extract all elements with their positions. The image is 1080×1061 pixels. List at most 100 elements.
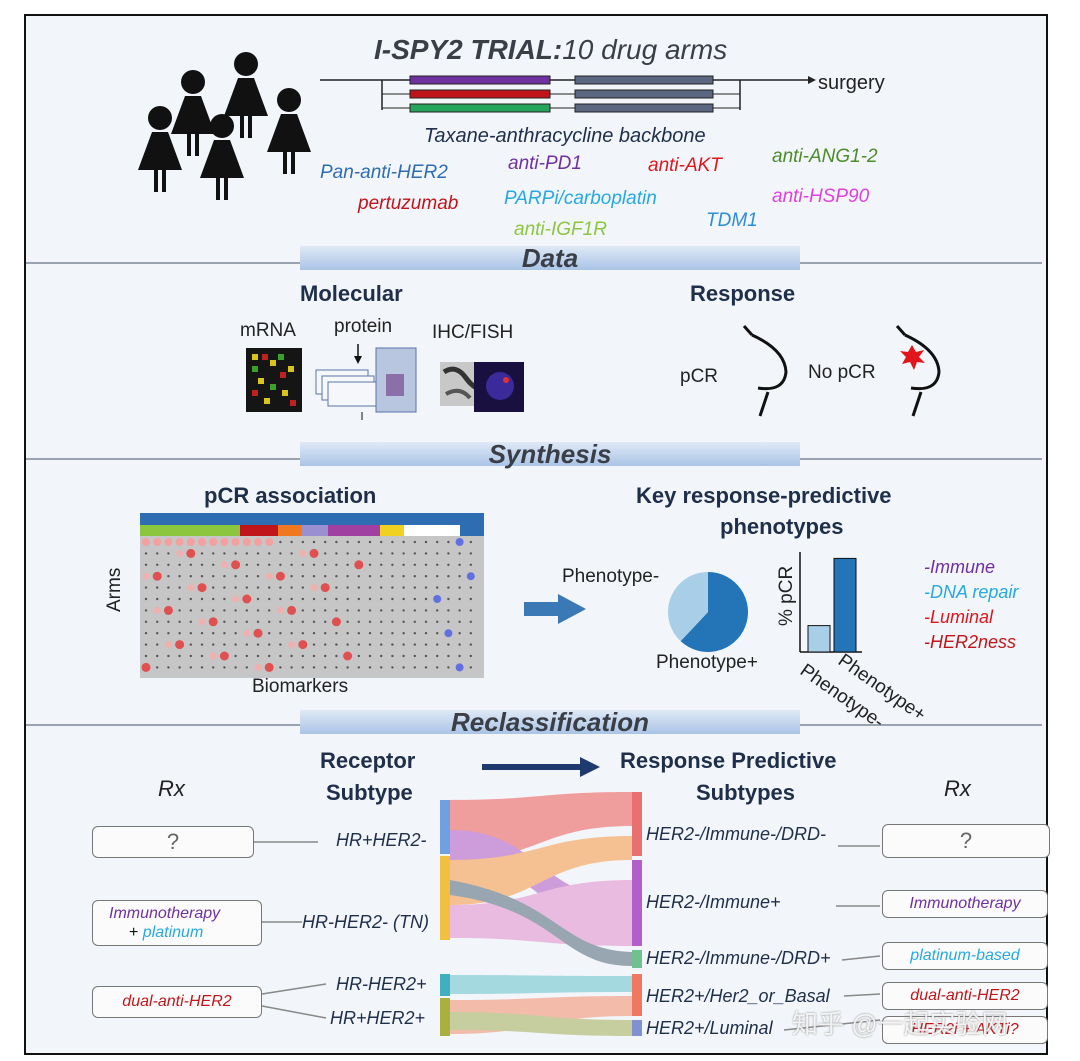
heatmap-dot	[368, 563, 372, 566]
heatmap-dot	[144, 643, 148, 646]
heatmap-dot	[335, 540, 338, 544]
heatmap-dot	[312, 620, 316, 623]
sankey-diagram	[450, 792, 632, 1036]
pie-slice-phenotype-minus	[667, 572, 708, 642]
heatmap-dot	[469, 643, 472, 646]
heatmap-dot	[156, 586, 159, 589]
heatmap-dot	[469, 654, 472, 658]
heatmap-dot	[279, 632, 282, 635]
heatmap-dot	[447, 654, 450, 658]
heatmap-dot	[324, 540, 327, 544]
heatmap-dot	[245, 654, 248, 658]
heatmap-dot	[178, 632, 181, 635]
heatmap-dot	[436, 540, 439, 544]
heatmap-dot	[458, 575, 461, 578]
heatmap-dot	[335, 597, 338, 601]
heatmap-dot	[290, 666, 293, 669]
heatmap-dot	[231, 538, 240, 546]
heatmap-dot	[424, 575, 428, 578]
heatmap-dot	[256, 552, 260, 555]
drug-pan-anti-her2: Pan-anti-HER2	[320, 162, 448, 183]
heatmap-dot	[189, 609, 192, 612]
heatmap-dot	[433, 595, 442, 603]
heatmap-dot	[212, 575, 215, 578]
heatmap-dot	[279, 643, 282, 646]
arms-label: Arms	[104, 567, 125, 612]
heatmap-dot	[301, 609, 304, 612]
heatmap-dot	[200, 654, 204, 658]
section-data-banner: Data	[300, 245, 800, 271]
heatmap-dot	[212, 609, 215, 612]
heatmap-dot	[324, 620, 327, 623]
heatmap-dot	[335, 609, 338, 612]
heatmap-dot	[391, 540, 394, 544]
heatmap-dot	[310, 584, 318, 592]
heatmap-dot	[402, 552, 405, 555]
no-pcr-label: No pCR	[808, 362, 876, 383]
heatmap-dot	[380, 586, 383, 589]
heatmap-dot	[290, 586, 293, 589]
heatmap-dot	[402, 643, 405, 646]
receptor-hrpos-her2pos: HR+HER2+	[330, 1008, 426, 1028]
rx-right-platinum-text: platinum-based	[910, 947, 1020, 964]
heatmap-dot	[212, 632, 215, 635]
heatmap-dot	[458, 586, 461, 589]
heatmap-dot	[335, 666, 338, 669]
heatmap-dot	[223, 620, 226, 623]
heatmap-dot	[346, 552, 349, 555]
heatmap-dot	[368, 586, 372, 589]
heatmap-dot	[189, 575, 192, 578]
heatmap-dot	[156, 643, 159, 646]
heatmap-dot	[380, 563, 383, 566]
heatmap-dot	[436, 575, 439, 578]
heatmap-dot	[164, 641, 172, 649]
heatmap-dot	[144, 586, 148, 589]
sankey-nodes	[440, 792, 642, 1036]
heatmap-dot	[234, 586, 237, 589]
pie-phenotype-minus-label: Phenotype-	[562, 566, 660, 587]
heatmap-dot	[346, 609, 349, 612]
heatmap-dot	[424, 620, 428, 623]
heatmap-dot	[424, 540, 428, 544]
heatmap-dot	[301, 586, 304, 589]
section-reclass-banner: Reclassification	[300, 709, 800, 735]
heatmap-dot	[436, 620, 439, 623]
heatmap-dot	[458, 620, 461, 623]
biomarkers-label: Biomarkers	[252, 676, 349, 697]
heatmap-dot	[287, 605, 297, 615]
heatmap-dot	[357, 654, 360, 658]
heatmap-dot	[209, 652, 217, 660]
heatmap-dot	[234, 632, 237, 635]
rx-right-platinum-box: platinum-based	[882, 942, 1048, 970]
response-predictive-heading-1: Response Predictive	[620, 748, 837, 773]
heatmap-dot	[288, 641, 296, 649]
key-phenotypes-title-1: Key response-predictive	[636, 483, 892, 508]
heatmap-dot	[167, 654, 170, 658]
heatmap-dot	[343, 651, 353, 661]
heatmap-dot	[144, 552, 148, 555]
heatmap-dot	[447, 552, 450, 555]
heatmap-dot	[290, 654, 293, 658]
heatmap-dot	[346, 563, 349, 566]
heatmap-dot	[276, 606, 284, 614]
heatmap-dot	[264, 662, 274, 672]
heatmap-dot	[175, 538, 184, 546]
heatmap-dot	[469, 540, 472, 544]
heatmap-dot	[391, 643, 394, 646]
heatmap-dot	[219, 651, 229, 661]
heatmap-dot	[368, 643, 372, 646]
heatmap-dot	[368, 632, 372, 635]
heatmap-dot	[212, 597, 215, 601]
heatmap-dot	[234, 620, 237, 623]
heatmap-dot	[234, 643, 237, 646]
key-phenotypes-title-2: phenotypes	[720, 514, 844, 539]
heatmap-dot	[212, 666, 215, 669]
heatmap-dot	[268, 632, 271, 635]
heatmap-dot	[391, 597, 394, 601]
heatmap-dot	[368, 597, 372, 601]
heatmap-dot	[156, 632, 159, 635]
heatmap-dot	[466, 572, 475, 581]
drug-anti-igf1r: anti-IGF1R	[514, 219, 607, 240]
heatmap-dot	[167, 575, 170, 578]
heatmap-dot	[167, 632, 170, 635]
